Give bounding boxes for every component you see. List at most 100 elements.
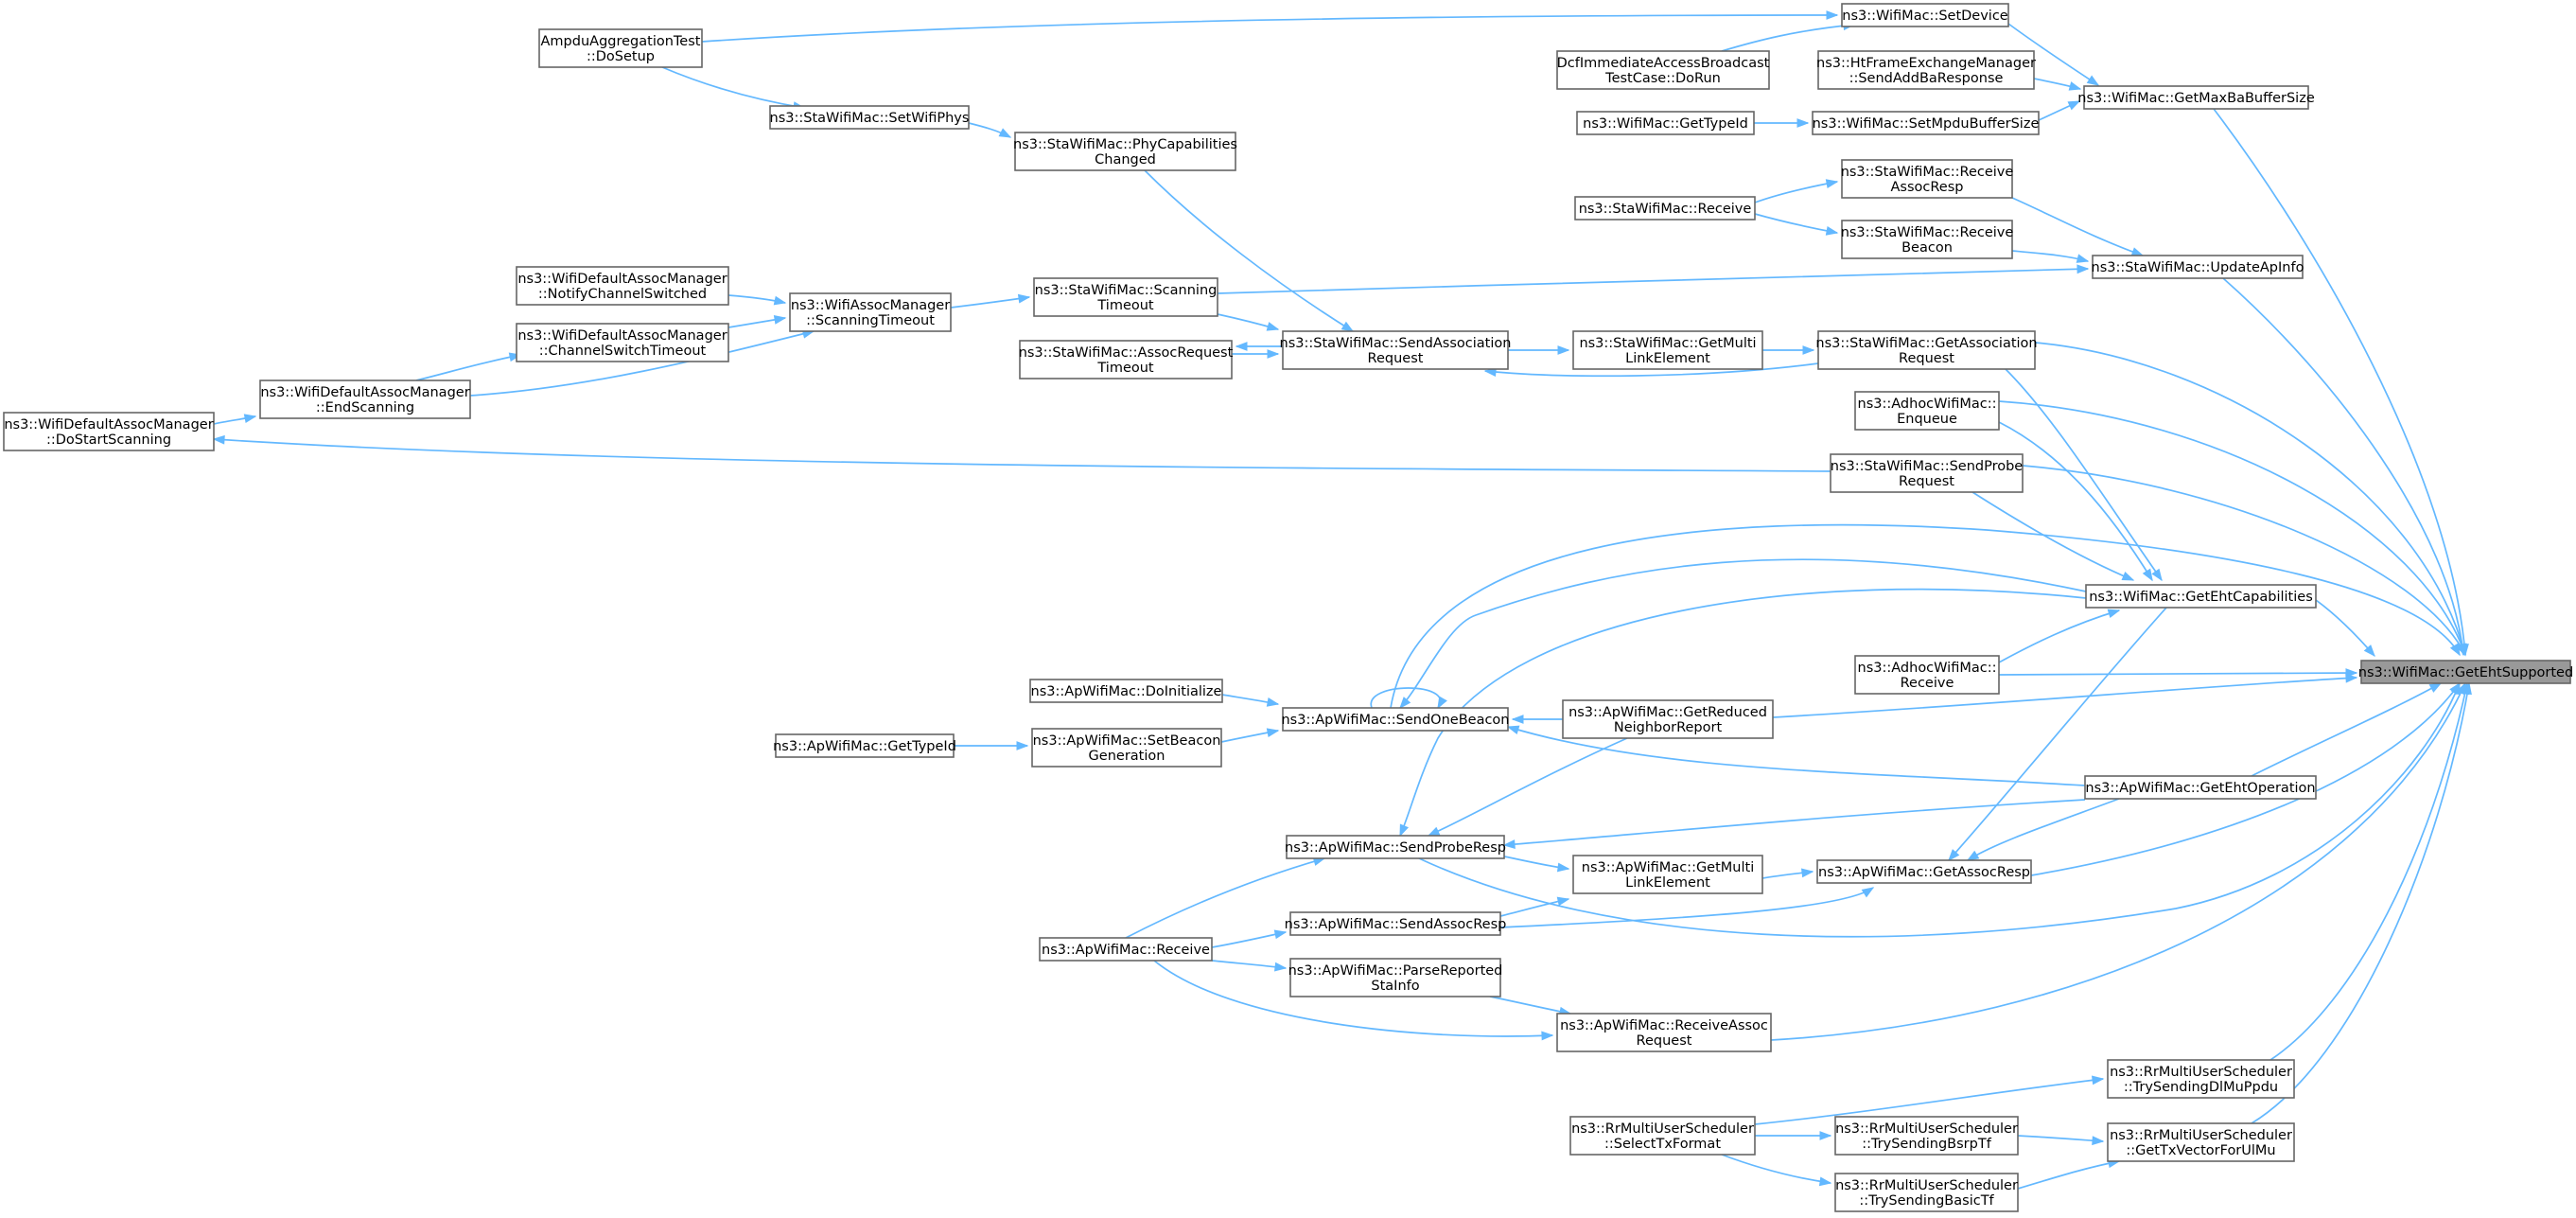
node-box[interactable]	[2084, 775, 2317, 800]
graph-node[interactable]: ns3::StaWifiMac::UpdateApInfo	[2092, 255, 2304, 279]
graph-node[interactable]: ns3::ApWifiMac::GetEhtOperation	[2084, 775, 2317, 800]
graph-node[interactable]: ns3::WifiMac::GetEhtSupported	[2358, 660, 2573, 684]
graph-node[interactable]: AmpduAggregationTest::DoSetup	[538, 28, 703, 68]
node-box[interactable]	[1562, 699, 1774, 739]
edge-arrowhead	[2076, 254, 2090, 263]
node-box[interactable]	[2107, 1059, 2295, 1099]
node-box[interactable]	[1817, 50, 2035, 90]
node-box[interactable]	[1816, 859, 2032, 884]
graph-node[interactable]: ns3::AdhocWifiMac::Enqueue	[1854, 391, 2000, 431]
node-box[interactable]	[2085, 584, 2317, 609]
edge-n1-to-n5	[2007, 23, 2099, 86]
node-box[interactable]	[1841, 220, 2013, 259]
node-box[interactable]	[1282, 707, 1509, 732]
node-box[interactable]	[2107, 1122, 2295, 1162]
graph-node[interactable]: ns3::StaWifiMac::Receive	[1574, 196, 1756, 221]
graph-node[interactable]: ns3::RrMultiUserScheduler::TrySendingBsr…	[1834, 1116, 2019, 1156]
node-box[interactable]	[538, 28, 703, 68]
node-box[interactable]	[1834, 1116, 2019, 1156]
node-box[interactable]	[775, 733, 955, 758]
node-label: ns3::WifiMac::GetTypeId	[1583, 116, 1748, 132]
graph-node[interactable]: ns3::WifiMac::GetMaxBaBufferSize	[2077, 85, 2315, 110]
node-box[interactable]	[1039, 937, 1213, 962]
graph-node[interactable]: ns3::HtFrameExchangeManager::SendAddBaRe…	[1816, 50, 2036, 90]
node-box[interactable]	[1289, 958, 1501, 997]
node-box[interactable]	[2092, 255, 2304, 279]
graph-node[interactable]: ns3::WifiDefaultAssocManager::ChannelSwi…	[516, 323, 729, 362]
node-box[interactable]	[1014, 132, 1236, 171]
graph-node[interactable]: ns3::RrMultiUserScheduler::TrySendingBas…	[1834, 1173, 2019, 1212]
node-box[interactable]	[1556, 1013, 1772, 1052]
graph-node[interactable]: ns3::WifiMac::SetDevice	[1841, 3, 2009, 27]
node-box[interactable]	[1812, 111, 2040, 135]
node-box[interactable]	[2083, 85, 2309, 110]
graph-node[interactable]: ns3::WifiAssocManager::ScanningTimeout	[789, 292, 952, 332]
node-box[interactable]	[1556, 50, 1770, 90]
node-box[interactable]	[1033, 277, 1218, 317]
graph-node[interactable]: ns3::ApWifiMac::SendOneBeacon	[1281, 707, 1510, 732]
node-box[interactable]	[1574, 196, 1756, 221]
node-label: Request	[1368, 351, 1424, 366]
node-box[interactable]	[789, 292, 952, 332]
node-box[interactable]	[259, 380, 471, 419]
node-box[interactable]	[516, 266, 729, 306]
node-box[interactable]	[1854, 391, 2000, 431]
node-box[interactable]	[1029, 679, 1223, 703]
graph-node[interactable]: ns3::RrMultiUserScheduler::GetTxVectorFo…	[2107, 1122, 2295, 1162]
graph-node[interactable]: ns3::WifiMac::SetMpduBufferSize	[1812, 111, 2040, 135]
graph-node[interactable]: ns3::StaWifiMac::SetWifiPhys	[769, 105, 970, 130]
graph-node[interactable]: ns3::WifiDefaultAssocManager::NotifyChan…	[516, 266, 729, 306]
node-box[interactable]	[1031, 728, 1222, 768]
graph-node[interactable]: ns3::ApWifiMac::GetAssocResp	[1816, 859, 2032, 884]
node-box[interactable]	[516, 323, 729, 362]
graph-node[interactable]: ns3::ApWifiMac::Receive	[1039, 937, 1213, 962]
graph-node[interactable]: ns3::WifiMac::GetEhtCapabilities	[2085, 584, 2317, 609]
node-box[interactable]	[1572, 330, 1763, 370]
graph-node[interactable]: ns3::WifiDefaultAssocManager::DoStartSca…	[3, 412, 215, 451]
node-box[interactable]	[1817, 330, 2036, 370]
graph-node[interactable]: ns3::ApWifiMac::SendProbeResp	[1285, 835, 1506, 859]
graph-node[interactable]: ns3::RrMultiUserScheduler::TrySendingDlM…	[2107, 1059, 2295, 1099]
graph-node[interactable]: ns3::ApWifiMac::DoInitialize	[1029, 679, 1223, 703]
graph-node[interactable]: DcfImmediateAccessBroadcastTestCase::DoR…	[1556, 50, 1770, 90]
graph-node[interactable]: ns3::WifiMac::GetTypeId	[1576, 111, 1755, 135]
node-box[interactable]	[1019, 340, 1233, 380]
edge-n16-to-n13	[1217, 268, 2089, 294]
node-box[interactable]	[1841, 159, 2013, 199]
node-box[interactable]	[1286, 835, 1505, 859]
graph-node[interactable]: ns3::StaWifiMac::ScanningTimeout	[1033, 277, 1218, 317]
node-box[interactable]	[2360, 660, 2571, 684]
node-box[interactable]	[1830, 453, 2024, 493]
graph-node[interactable]: ns3::ApWifiMac::SendAssocResp	[1285, 911, 1507, 936]
graph-node[interactable]: ns3::RrMultiUserScheduler::SelectTxForma…	[1569, 1116, 1756, 1156]
node-box[interactable]	[3, 412, 215, 451]
node-box[interactable]	[769, 105, 970, 130]
graph-node[interactable]: ns3::AdhocWifiMac::Receive	[1854, 655, 2000, 695]
node-box[interactable]	[1289, 911, 1501, 936]
node-label: ns3::StaWifiMac::SetWifiPhys	[770, 111, 970, 126]
node-box[interactable]	[1854, 655, 2000, 695]
node-box[interactable]	[1834, 1173, 2019, 1212]
graph-node[interactable]: ns3::ApWifiMac::GetTypeId	[773, 733, 956, 758]
edge-n27-to-n0	[1998, 672, 2357, 676]
node-box[interactable]	[1282, 330, 1509, 370]
node-box[interactable]	[1572, 855, 1763, 894]
graph-node[interactable]: ns3::WifiDefaultAssocManager::EndScannin…	[259, 380, 471, 419]
node-label: ns3::ApWifiMac::GetTypeId	[773, 739, 956, 754]
node-box[interactable]	[1841, 3, 2009, 27]
node-box[interactable]	[1569, 1116, 1756, 1156]
node-box[interactable]	[1576, 111, 1755, 135]
